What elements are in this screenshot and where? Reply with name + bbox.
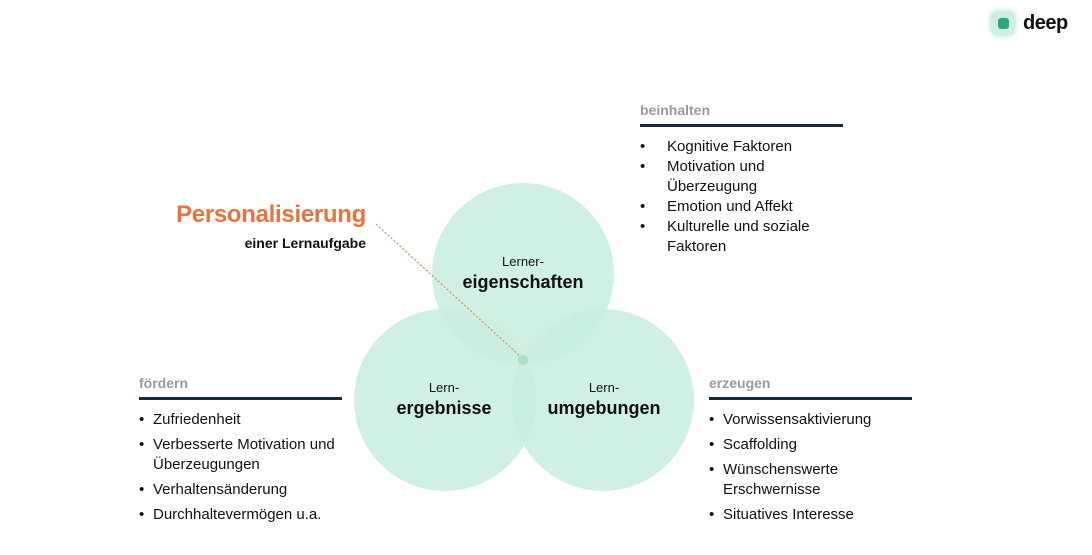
list-item: Verhaltensänderung	[139, 480, 342, 500]
list-item: Kulturelle und soziale Faktoren	[640, 217, 843, 257]
list-item: Durchhaltevermögen u.a.	[139, 505, 342, 525]
venn-circle-lernumgebungen	[512, 309, 694, 491]
pointer-line	[375, 223, 523, 359]
circle-label-big: eigenschaften	[462, 272, 584, 292]
list-item: Motivation und Überzeugung	[640, 157, 843, 197]
list-item: Kognitive Faktoren	[640, 137, 843, 157]
circle-label-lernergebnisse: Lern- ergebnisse	[364, 380, 524, 419]
group-beinhalten: beinhalten Kognitive Faktoren Motivation…	[640, 102, 843, 257]
list-item: Scaffolding	[709, 435, 912, 455]
group-header: erzeugen	[709, 375, 912, 400]
logo-text: deep	[1023, 11, 1068, 34]
list-item: Wünschenswerte Erschwernisse	[709, 460, 912, 500]
group-header: beinhalten	[640, 102, 843, 127]
group-erzeugen: erzeugen Vorwissensaktivierung Scaffoldi…	[709, 375, 912, 530]
bullet-list: Zufriedenheit Verbesserte Motivation und…	[139, 410, 342, 525]
bullet-list: Vorwissensaktivierung Scaffolding Wünsch…	[709, 410, 912, 525]
headline-subtitle: einer Lernaufgabe	[244, 235, 366, 251]
headline-title: Personalisierung	[176, 201, 366, 228]
list-item: Zufriedenheit	[139, 410, 342, 430]
bullet-list: Kognitive Faktoren Motivation und Überze…	[640, 137, 843, 257]
circle-label-small: Lerner-	[502, 254, 544, 269]
circle-label-lernumgebungen: Lern- umgebungen	[524, 380, 684, 419]
headline: Personalisierung einer Lernaufgabe	[176, 201, 366, 251]
list-item: Situatives Interesse	[709, 505, 912, 525]
venn-circle-lernergebnisse	[354, 309, 536, 491]
list-item: Verbesserte Motivation und Überzeugungen	[139, 435, 342, 475]
group-header: fördern	[139, 375, 342, 400]
circle-label-big: umgebungen	[547, 398, 661, 418]
logo-icon	[991, 11, 1015, 35]
deep-logo: deep	[991, 11, 1068, 35]
circle-label-small: Lern-	[428, 380, 460, 395]
circle-label-small: Lern-	[588, 380, 620, 395]
intersection-dot	[518, 355, 528, 365]
circle-label-big: ergebnisse	[396, 398, 492, 418]
list-item: Vorwissensaktivierung	[709, 410, 912, 430]
circle-label-lernereigenschaften: Lerner- eigenschaften	[443, 254, 603, 293]
list-item: Emotion und Affekt	[640, 197, 843, 217]
group-foerdern: fördern Zufriedenheit Verbesserte Motiva…	[139, 375, 342, 530]
